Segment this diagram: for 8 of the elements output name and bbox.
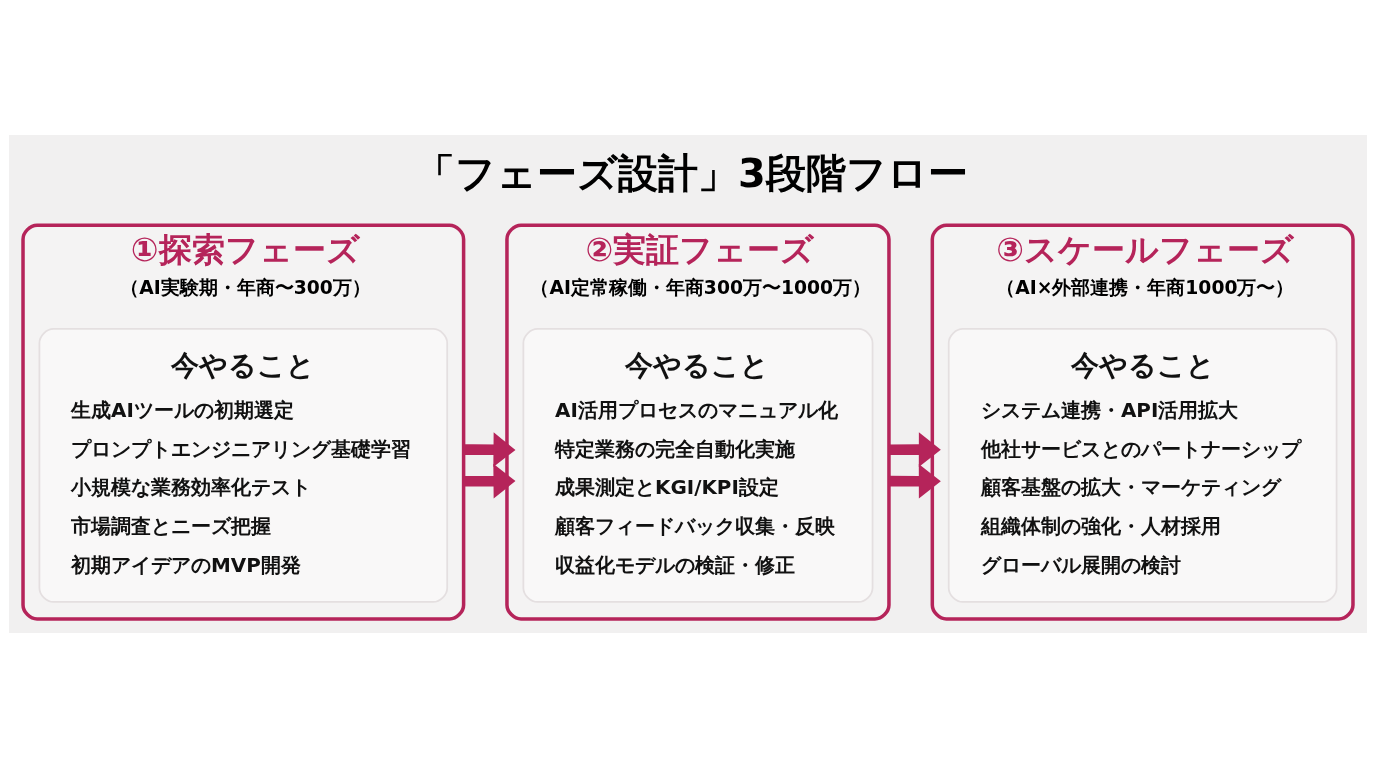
diagram-title: 「フェーズ設計」3段階フロー bbox=[414, 150, 968, 197]
arrow bbox=[888, 432, 941, 467]
arrow bbox=[463, 432, 516, 467]
node-box: 今やること AI活用プロセスのマニュアル化 特定業務の完全自動化実施 成果測定とKGI/KPI設定 顧客フィードバック収集・反映 収益化モデルの検証・修正 bbox=[522, 328, 874, 603]
arrow bbox=[888, 463, 941, 499]
node-box: 今やること 生成AIツールの初期選定 プロンプトエンジニアリング基礎学習 小規模な業務効率化テスト 市場調査とニーズ把握 初期アイデアのMVP開発 bbox=[38, 328, 449, 603]
node-box: 今やること システム連携・API活用拡大 他社サービスとのパートナーシップ 顧客基盤の拡大・マーケティング 組織体制の強化・人材採用 グローバル展開の検討 bbox=[947, 328, 1338, 603]
arrow bbox=[463, 463, 516, 499]
